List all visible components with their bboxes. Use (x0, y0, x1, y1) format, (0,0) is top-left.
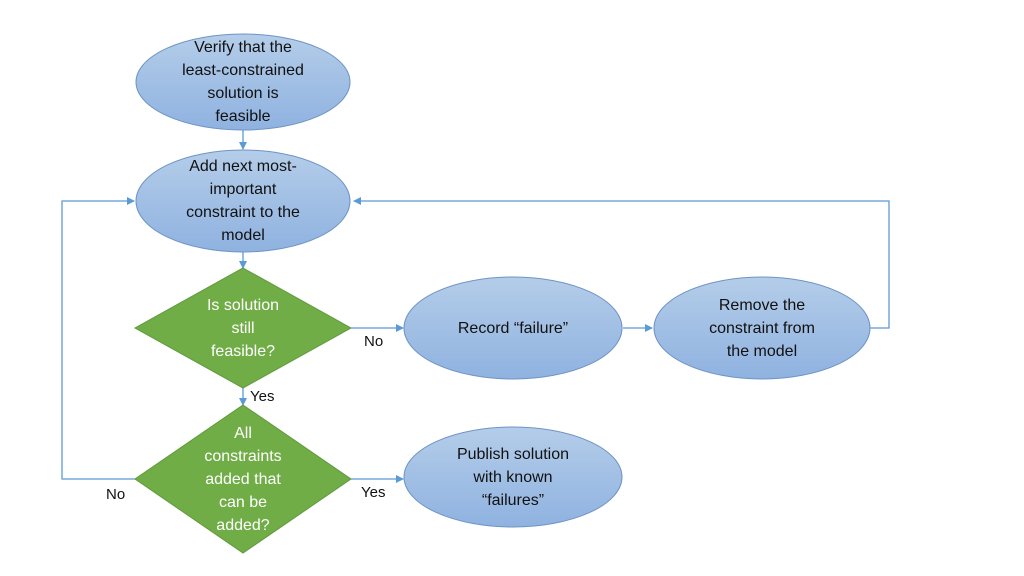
remove-constraint-text: Remove the constraint from the model (709, 296, 815, 360)
all-added-no-label: No (106, 486, 126, 503)
remove-constraint-oval (653, 276, 871, 380)
feasible-no-label: No (364, 333, 384, 350)
record-failure-oval (403, 276, 623, 380)
connector-all-added-no-to-add (61, 197, 136, 480)
all-added-diamond (134, 404, 352, 554)
all-added-text: All constraints added that can be added? (204, 424, 282, 534)
feasible-yes-label: Yes (250, 388, 275, 405)
is-feasible-diamond (133, 267, 353, 389)
verify-oval (135, 33, 351, 131)
is-feasible-text: Is solution still feasible? (206, 296, 280, 360)
publish-oval (403, 426, 623, 528)
add-next-text: Add next most- important constraint to t… (186, 158, 300, 244)
publish-text: Publish solution with known “failures” (456, 445, 570, 509)
connector-remove-to-add (353, 197, 890, 329)
verify-text: Verify that the least-constrained soluti… (182, 39, 304, 125)
connectors (61, 130, 890, 483)
all-added-yes-label: Yes (361, 484, 386, 501)
record-failure-text: Record “failure” (457, 319, 569, 337)
add-next-oval (135, 149, 351, 253)
